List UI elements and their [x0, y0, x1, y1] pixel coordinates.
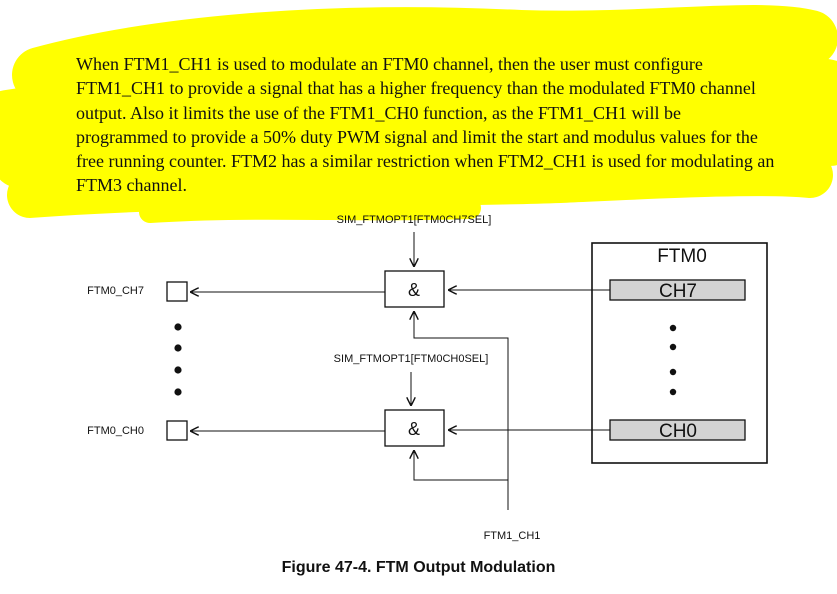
output-ch7-pin	[166, 281, 188, 302]
and-gate-ch0-symbol: &	[408, 419, 420, 439]
highlighter-stroke	[12, 5, 837, 103]
select-ch0-label: SIM_FTMOPT1[FTM0CH0SEL]	[334, 353, 489, 365]
output-ellipsis-dots	[174, 323, 182, 396]
highlighter-stroke	[7, 150, 833, 218]
ftm1-ch1-label: FTM1_CH1	[484, 530, 541, 542]
highlighter-stroke	[86, 86, 814, 194]
ftm0-title: FTM0	[657, 246, 707, 267]
output-ch0-label: FTM0_CH0	[87, 425, 144, 437]
ftm1-ch1-to-ch7-gate	[414, 312, 509, 510]
output-ch0-pin	[166, 420, 188, 441]
ftm1-ch1-to-ch0-gate	[414, 451, 508, 481]
highlighter-stroke	[139, 197, 481, 223]
and-gate-ch0	[384, 409, 445, 447]
and-gate-ch7-symbol: &	[408, 280, 420, 300]
body-paragraph: When FTM1_CH1 is used to modulate an FTM…	[76, 54, 775, 196]
ftm0-channel-ch0-label: CH0	[659, 421, 697, 442]
output-ch7-label: FTM0_CH7	[87, 285, 144, 297]
select-ch7-label: SIM_FTMOPT1[FTM0CH7SEL]	[337, 214, 492, 226]
ftm0-ellipsis-dots	[669, 324, 677, 396]
figure-caption: Figure 47-4. FTM Output Modulation	[281, 559, 556, 576]
and-gate-ch7	[384, 270, 445, 308]
ftm0-channel-ch7-label: CH7	[659, 281, 697, 302]
